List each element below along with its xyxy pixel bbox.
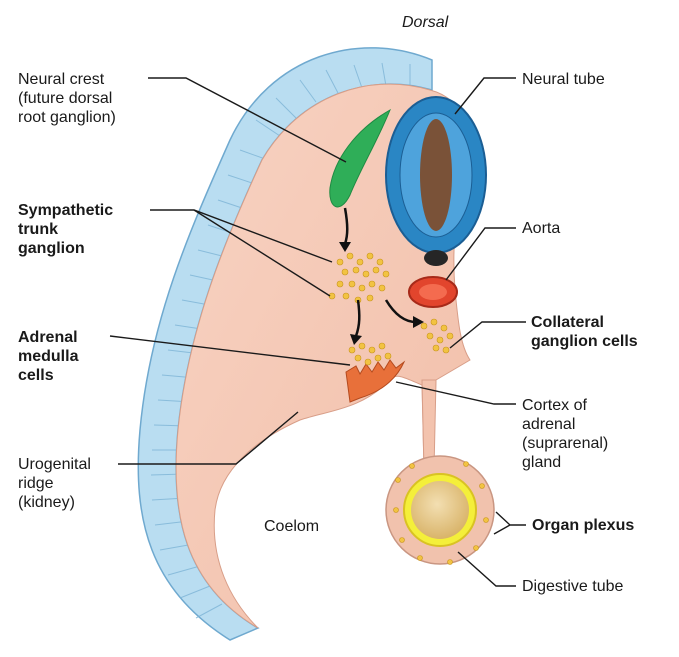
neural-canal	[420, 119, 452, 231]
dorsal-label: Dorsal	[402, 13, 448, 32]
digestive-tube-label: Digestive tube	[522, 577, 623, 596]
notochord-shape	[424, 250, 448, 266]
leader-neural-tube	[455, 78, 516, 114]
adrenal-cortex-label: Cortex of adrenal (suprarenal) gland	[522, 396, 608, 472]
neural-tube-label: Neural tube	[522, 70, 605, 89]
neural-crest-label: Neural crest (future dorsal root ganglio…	[18, 70, 116, 127]
adrenal-medulla-cells-label: Adrenal medulla cells	[18, 328, 78, 385]
leader-cortex	[396, 382, 516, 404]
urogenital-ridge-label: Urogenital ridge (kidney)	[18, 455, 91, 512]
adrenal-cortex-shape	[346, 360, 404, 402]
collateral-ganglion-cells-label: Collateral ganglion cells	[531, 313, 638, 351]
leader-organ-plexus	[494, 512, 526, 534]
coelom-label: Coelom	[264, 517, 319, 536]
organ-plexus-label: Organ plexus	[532, 516, 634, 535]
digestive-tube-lumen	[411, 481, 469, 539]
aorta-lumen	[419, 284, 447, 300]
aorta-label: Aorta	[522, 219, 560, 238]
sympathetic-trunk-ganglion-label: Sympathetic trunk ganglion	[18, 201, 113, 258]
